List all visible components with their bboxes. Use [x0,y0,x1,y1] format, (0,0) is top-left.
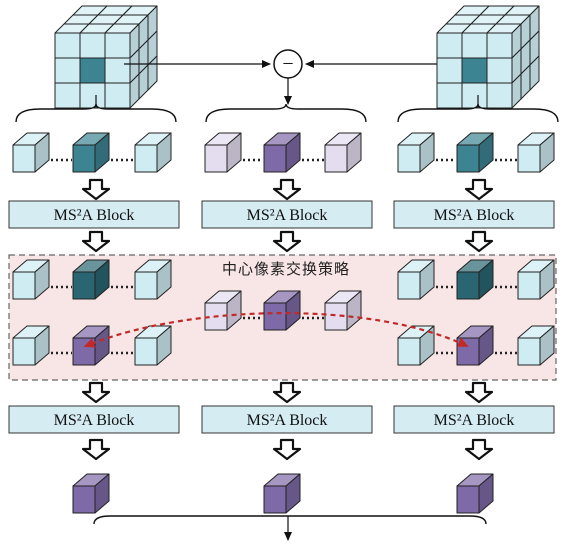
block-label: MS²A Block [434,207,515,224]
middle-row1-prism-3 [324,132,362,173]
left-output-prism [72,473,110,514]
right-output-prism [456,473,494,514]
down-arrow-right-2 [464,230,494,253]
block-label: MS²A Block [434,412,515,429]
down-arrow-right-4 [464,438,494,461]
down-arrow-left-1 [81,178,111,201]
left-row1-prism-3 [134,132,172,173]
ms2a-block-left-2: MS²A Block [8,405,180,434]
left-region-top-prism-2 [72,259,110,300]
ms2a-block-middle-2: MS²A Block [201,405,373,434]
down-arrow-middle-4 [272,438,302,461]
down-arrow-right-1 [464,178,494,201]
ms2a-block-right-2: MS²A Block [393,405,555,434]
brace-left [15,103,177,123]
left-row1-prism-1 [12,132,50,173]
right-region-top-prism-2 [456,259,494,300]
input-patch-cube-right [436,5,540,109]
middle-row1-prism-2 [263,132,301,173]
middle-region-prism-2 [263,290,301,331]
right-row1-prism-3 [517,132,555,173]
flow-arrows-layer [81,178,494,461]
down-arrow-right-3 [464,381,494,404]
brace-right [397,103,559,123]
left-region-bottom-prism-1 [12,325,50,366]
down-arrow-middle-2 [272,230,302,253]
down-arrow-middle-1 [272,178,302,201]
block-label: MS²A Block [54,207,135,224]
left-row1-prism-2 [72,132,110,173]
right-region-top-prism-3 [517,259,555,300]
middle-output-prism [263,473,301,514]
input-patch-cube-left [54,5,158,109]
brace-middle [205,103,367,123]
merge-bracket [93,515,487,525]
middle-row1-prism-1 [204,132,242,173]
right-region-top-prism-1 [397,259,435,300]
subtract-symbol: − [282,53,293,75]
block-label: MS²A Block [247,412,328,429]
ms2a-block-left-1: MS²A Block [8,200,180,229]
left-region-top-prism-1 [12,259,50,300]
down-arrow-left-3 [81,381,111,404]
right-region-bottom-prism-3 [517,325,555,366]
down-arrow-left-4 [81,438,111,461]
strategy-label: 中心像素交换策略 [222,260,350,278]
right-row1-prism-1 [397,132,435,173]
ms2a-block-right-1: MS²A Block [393,200,555,229]
block-label: MS²A Block [247,207,328,224]
down-arrow-left-2 [81,230,111,253]
down-arrow-middle-3 [272,381,302,404]
ms2a-block-middle-1: MS²A Block [201,200,373,229]
center-pixel-swap-arrow [83,312,469,348]
right-row1-prism-2 [456,132,494,173]
block-label: MS²A Block [54,412,135,429]
left-region-top-prism-3 [134,259,172,300]
